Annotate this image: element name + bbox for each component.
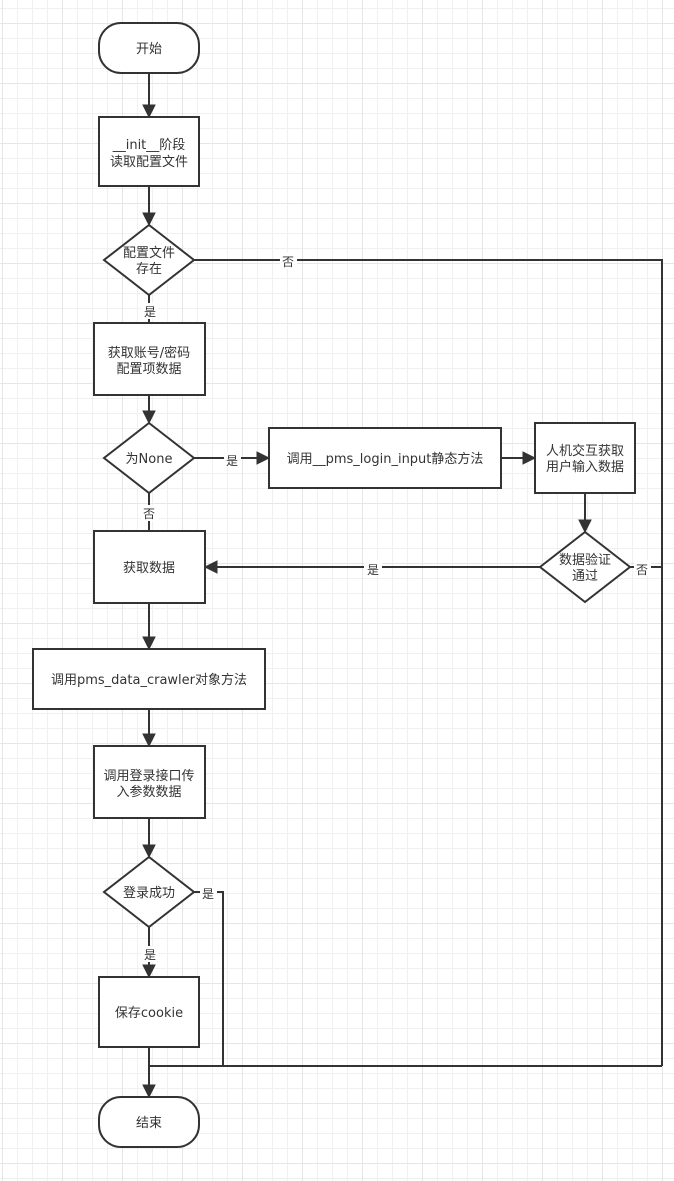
node-login-success-label: 登录成功: [123, 886, 175, 901]
node-init-line-2: 读取配置文件: [110, 155, 188, 170]
node-end-label: 结束: [136, 1116, 162, 1131]
node-config-exists: 配置文件 存在: [102, 223, 196, 297]
edge-label-none-yes: 是: [226, 454, 238, 468]
node-start-label: 开始: [136, 42, 162, 57]
node-get-config: 获取账号/密码 配置项数据: [93, 322, 206, 396]
node-init: __init__阶段 读取配置文件: [98, 116, 200, 187]
node-config-exists-line-1: 配置文件: [123, 246, 175, 261]
arrowhead-icon: [203, 560, 218, 574]
node-get-data: 获取数据: [93, 530, 206, 604]
arrowhead-icon: [142, 733, 156, 748]
node-call-crawler-label: 调用pms_data_crawler对象方法: [51, 672, 247, 688]
edge-label-none-no: 否: [143, 507, 155, 521]
node-call-login-api-line-2: 入参数数据: [116, 784, 181, 800]
edge-label-config-no: 否: [282, 255, 294, 269]
arrowhead-icon: [142, 964, 156, 979]
node-get-data-label: 获取数据: [123, 561, 175, 576]
arrowhead-icon: [142, 212, 156, 227]
node-config-exists-line-2: 存在: [136, 262, 162, 277]
arrowhead-icon: [578, 519, 592, 534]
arrowhead-icon: [142, 1084, 156, 1099]
node-get-config-line-2: 配置项数据: [116, 362, 181, 377]
arrowhead-icon: [142, 104, 156, 119]
edge-label-success-down: 是: [144, 948, 156, 962]
node-call-login-api-line-1: 调用登录接口传: [103, 768, 194, 784]
node-validate: 数据验证 通过: [538, 530, 632, 604]
arrowhead-icon: [142, 410, 156, 425]
node-save-cookie-label: 保存cookie: [115, 1006, 183, 1021]
edge-labels: 否 是 是 是 否 否 是 是: [141, 252, 651, 962]
node-call-login-input-label: 调用__pms_login_input静态方法: [287, 451, 484, 467]
node-is-none: 为None: [102, 421, 196, 495]
node-validate-line-1: 数据验证: [559, 552, 611, 568]
node-login-success: 登录成功: [102, 855, 196, 929]
node-init-line-1: __init__阶段: [112, 138, 186, 153]
node-get-config-line-1: 获取账号/密码: [108, 345, 190, 361]
node-end: 结束: [98, 1096, 200, 1148]
node-user-input: 人机交互获取 用户输入数据: [534, 422, 636, 494]
edge-label-validate-yes: 是: [367, 563, 379, 577]
node-start: 开始: [98, 22, 200, 74]
node-call-crawler: 调用pms_data_crawler对象方法: [32, 648, 266, 710]
arrowhead-icon: [256, 451, 271, 465]
edge-label-success-right: 是: [202, 887, 214, 901]
arrowhead-icon: [142, 636, 156, 651]
node-call-login-api: 调用登录接口传 入参数数据: [93, 745, 206, 819]
node-save-cookie: 保存cookie: [98, 976, 200, 1048]
node-user-input-line-1: 人机交互获取: [546, 443, 624, 459]
node-call-login-input: 调用__pms_login_input静态方法: [268, 427, 502, 489]
node-is-none-label: 为None: [126, 452, 173, 467]
node-user-input-line-2: 用户输入数据: [546, 459, 624, 475]
edge-label-validate-no: 否: [636, 563, 648, 577]
edge-config-exists-no-end: [194, 259, 663, 1066]
edge-label-config-yes: 是: [144, 305, 156, 319]
arrowhead-icon: [142, 844, 156, 859]
node-validate-line-2: 通过: [572, 569, 598, 584]
arrowhead-icon: [522, 451, 537, 465]
